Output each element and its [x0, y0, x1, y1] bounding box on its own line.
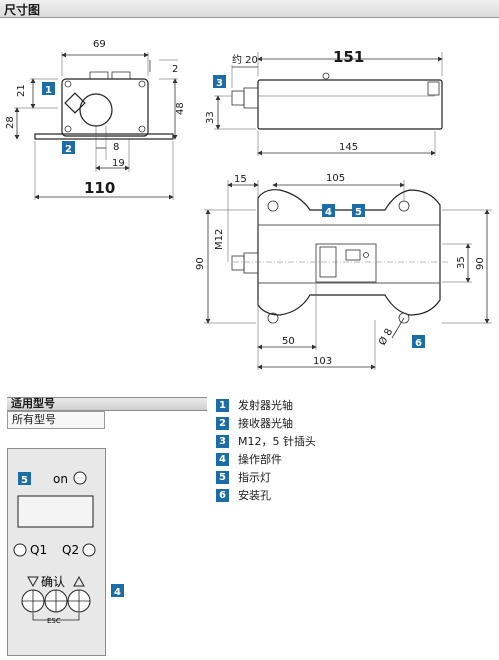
models-header: 适用型号 — [7, 397, 207, 411]
top-dim-90-right: 90 — [475, 257, 486, 270]
legend-item: 2 接收器光轴 — [216, 414, 316, 432]
top-dim-90-left: 90 — [195, 257, 206, 270]
esc-label: ESC — [47, 617, 61, 625]
esc-bracket — [32, 613, 80, 621]
legend-item: 6 安装孔 — [216, 486, 316, 504]
front-dim-2: 2 — [172, 64, 178, 75]
front-dim-110: 110 — [84, 179, 115, 197]
legend-item: 5 指示灯 — [216, 468, 316, 486]
svg-text:3: 3 — [216, 78, 223, 89]
q1-indicator-led — [13, 543, 27, 557]
callout-5-top: 5 — [352, 204, 365, 218]
legend: 1 发射器光轴 2 接收器光轴 3 M12，5 针插头 4 操作部件 5 指示灯… — [216, 396, 316, 504]
svg-text:5: 5 — [21, 475, 28, 486]
callout-6: 6 — [412, 335, 425, 349]
panel-callout-5: 5 — [18, 472, 31, 486]
legend-item: 1 发射器光轴 — [216, 396, 316, 414]
side-view — [214, 52, 443, 156]
top-dim-15: 15 — [234, 174, 247, 185]
top-dim-103: 103 — [313, 356, 332, 367]
top-dim-35: 35 — [456, 256, 467, 269]
on-indicator-led — [73, 471, 87, 485]
svg-text:2: 2 — [65, 144, 72, 155]
front-dim-48: 48 — [175, 102, 186, 115]
front-view — [14, 52, 178, 200]
top-dim-50: 50 — [282, 336, 295, 347]
side-dim-approx-20: 约 20 — [232, 53, 258, 66]
svg-text:5: 5 — [355, 207, 362, 218]
q1-label: Q1 — [30, 543, 47, 557]
side-dim-151: 151 — [333, 48, 364, 66]
top-view — [204, 180, 492, 370]
front-dim-21: 21 — [16, 84, 27, 97]
svg-text:4: 4 — [325, 207, 332, 218]
front-dim-28: 28 — [5, 116, 16, 129]
up-arrow-icon — [73, 575, 85, 587]
callout-3: 3 — [213, 75, 226, 89]
top-dim-m12: M12 — [214, 229, 225, 250]
side-dim-33: 33 — [205, 111, 216, 124]
section-title: 尺寸图 — [4, 3, 41, 17]
svg-text:4: 4 — [114, 587, 121, 598]
panel-drawing: 5 on Q1 Q2 确认 ESC 4 — [13, 471, 124, 625]
top-dim-105: 105 — [326, 173, 345, 184]
svg-text:6: 6 — [415, 338, 422, 349]
dimension-drawing: 69 2 21 48 28 8 19 110 1 2 约 20 151 33 1… — [5, 39, 492, 370]
svg-text:1: 1 — [45, 85, 52, 96]
legend-item: 4 操作部件 — [216, 450, 316, 468]
models-all: 所有型号 — [7, 411, 105, 429]
on-label: on — [53, 472, 68, 486]
callout-4-top: 4 — [322, 204, 335, 218]
confirm-label: 确认 — [41, 575, 65, 589]
q2-indicator-led — [82, 543, 96, 557]
panel-callout-4: 4 — [111, 584, 124, 598]
callout-1: 1 — [42, 82, 55, 96]
legend-item: 3 M12，5 针插头 — [216, 432, 316, 450]
down-arrow-icon — [27, 576, 39, 588]
q2-label: Q2 — [62, 543, 79, 557]
top-dim-hole: Ø 8 — [376, 326, 395, 347]
front-dim-8: 8 — [113, 142, 119, 153]
front-dim-69: 69 — [93, 39, 106, 50]
display-window — [17, 495, 94, 528]
front-dim-19: 19 — [112, 158, 125, 169]
callout-2: 2 — [62, 141, 75, 155]
side-dim-145: 145 — [339, 142, 358, 153]
section-header: 尺寸图 — [0, 0, 499, 18]
